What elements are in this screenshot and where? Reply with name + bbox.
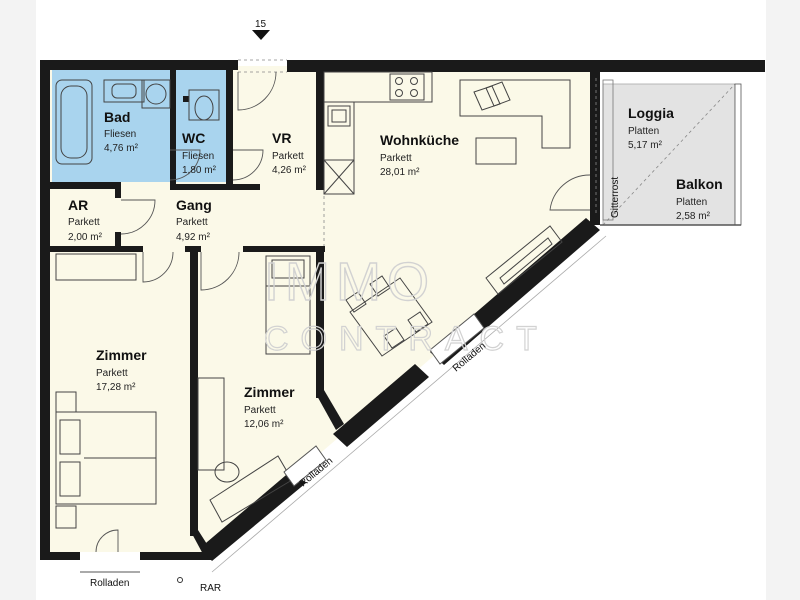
kitchen-counter xyxy=(323,71,433,195)
room-floor-zimmer2: Parkett xyxy=(244,405,276,416)
room-name-bad: Bad xyxy=(104,109,130,125)
room-name-ar: AR xyxy=(68,197,88,213)
room-name-gang: Gang xyxy=(176,197,212,213)
room-name-wohnkueche: Wohnküche xyxy=(380,132,459,148)
washing-machine-icon xyxy=(141,79,171,109)
room-area-zimmer2: 12,06 m² xyxy=(244,419,284,430)
wardrobe-long-icon xyxy=(55,253,137,281)
room-floor-wc: Fliesen xyxy=(182,151,214,162)
room-floor-wohnkueche: Parkett xyxy=(380,153,412,164)
nightstand-top-icon xyxy=(55,391,77,413)
room-area-bad: 4,76 m² xyxy=(104,143,139,154)
room-area-loggia: 5,17 m² xyxy=(628,140,663,151)
watermark-line2: CONTRACT xyxy=(264,320,549,358)
loggia-area xyxy=(600,79,742,226)
room-floor-ar: Parkett xyxy=(68,217,100,228)
wardrobe-icon xyxy=(197,377,225,471)
wc-floor xyxy=(176,70,226,182)
rar-marker-icon xyxy=(177,577,183,583)
sink-icon xyxy=(103,79,145,103)
room-name-zimmer1: Zimmer xyxy=(96,347,147,363)
entrance-marker: 15 xyxy=(255,19,267,30)
double-bed-icon xyxy=(55,411,157,505)
right-margin-strip xyxy=(766,0,800,600)
dashed-openings xyxy=(238,59,736,246)
sofa-icon xyxy=(459,79,571,149)
left-margin-strip xyxy=(0,0,36,600)
room-area-zimmer1: 17,28 m² xyxy=(96,382,136,393)
rolladen-label-3: Rolladen xyxy=(90,578,129,589)
window-sideboard xyxy=(485,225,563,295)
room-floor-loggia: Platten xyxy=(628,126,659,137)
stove-icon xyxy=(389,73,425,101)
bad-floor xyxy=(52,70,170,182)
toilet-icon xyxy=(188,89,220,121)
entrance-arrow-icon xyxy=(252,30,270,40)
rolladen-box-1 xyxy=(283,445,327,487)
room-floor-zimmer1: Parkett xyxy=(96,368,128,379)
rar-label: RAR xyxy=(200,583,221,594)
window-sideboard-inner xyxy=(499,237,553,285)
room-area-balkon: 2,58 m² xyxy=(676,211,711,222)
room-name-loggia: Loggia xyxy=(628,105,674,121)
gitterrost-label: Gitterrost xyxy=(610,177,621,218)
room-name-vr: VR xyxy=(272,130,291,146)
room-floor-bad: Fliesen xyxy=(104,129,136,140)
room-area-wohnkueche: 28,01 m² xyxy=(380,167,420,178)
doors xyxy=(95,71,591,553)
room-area-gang: 4,92 m² xyxy=(176,232,211,243)
room-floor-balkon: Platten xyxy=(676,197,707,208)
bathtub-icon xyxy=(55,79,93,165)
room-floor-vr: Parkett xyxy=(272,151,304,162)
coffee-table-icon xyxy=(475,137,517,165)
nightstand-bottom-icon xyxy=(55,505,77,529)
watermark-line1: IMMO xyxy=(264,252,435,312)
kitchen-sink-icon xyxy=(327,105,351,127)
room-name-wc: WC xyxy=(182,130,205,146)
rolladen-box-2 xyxy=(429,313,485,365)
diagonal-facade-line xyxy=(211,235,607,573)
room-name-balkon: Balkon xyxy=(676,176,723,192)
room-area-wc: 1,80 m² xyxy=(182,165,217,176)
room-area-vr: 4,26 m² xyxy=(272,165,307,176)
room-area-ar: 2,00 m² xyxy=(68,232,103,243)
room-name-zimmer2: Zimmer xyxy=(244,384,295,400)
single-bed-icon xyxy=(265,255,311,355)
dining-table-icon xyxy=(345,275,433,357)
interior-walls xyxy=(48,66,344,556)
room-floor-gang: Parkett xyxy=(176,217,208,228)
